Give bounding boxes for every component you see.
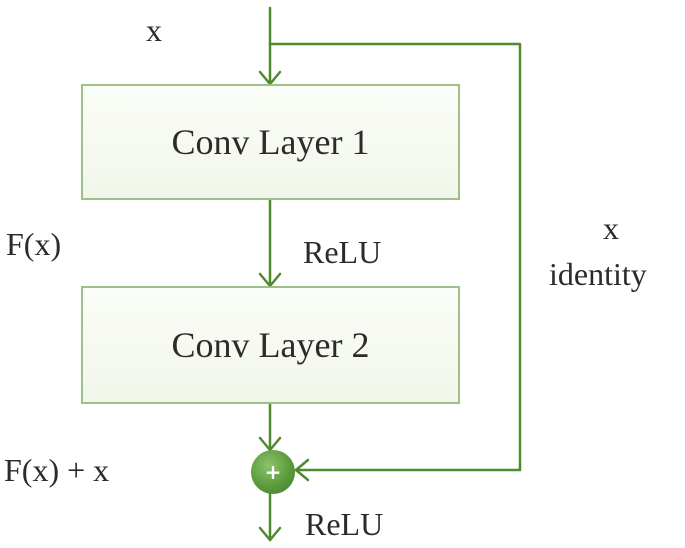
identity-arrowhead	[294, 458, 310, 482]
residual-function-label: F(x)	[6, 226, 62, 262]
relu-1-label: ReLU	[303, 234, 382, 270]
identity-label: identity	[549, 256, 647, 292]
plus-icon: +	[264, 460, 282, 484]
conv-layer-1-label: Conv Layer 1	[171, 122, 370, 162]
identity-skip-path	[268, 42, 522, 472]
output-arrowhead	[258, 526, 282, 542]
sum-output-label: F(x) + x	[4, 452, 110, 488]
input-label: x	[146, 12, 162, 48]
conv-layer-2-label: Conv Layer 2	[171, 325, 370, 365]
identity-x-label: x	[603, 210, 619, 246]
relu-2-label: ReLU	[305, 506, 384, 542]
conv-layer-2-block: Conv Layer 2	[81, 286, 460, 404]
addition-node: +	[251, 450, 295, 494]
conv-layer-1-block: Conv Layer 1	[81, 84, 460, 200]
